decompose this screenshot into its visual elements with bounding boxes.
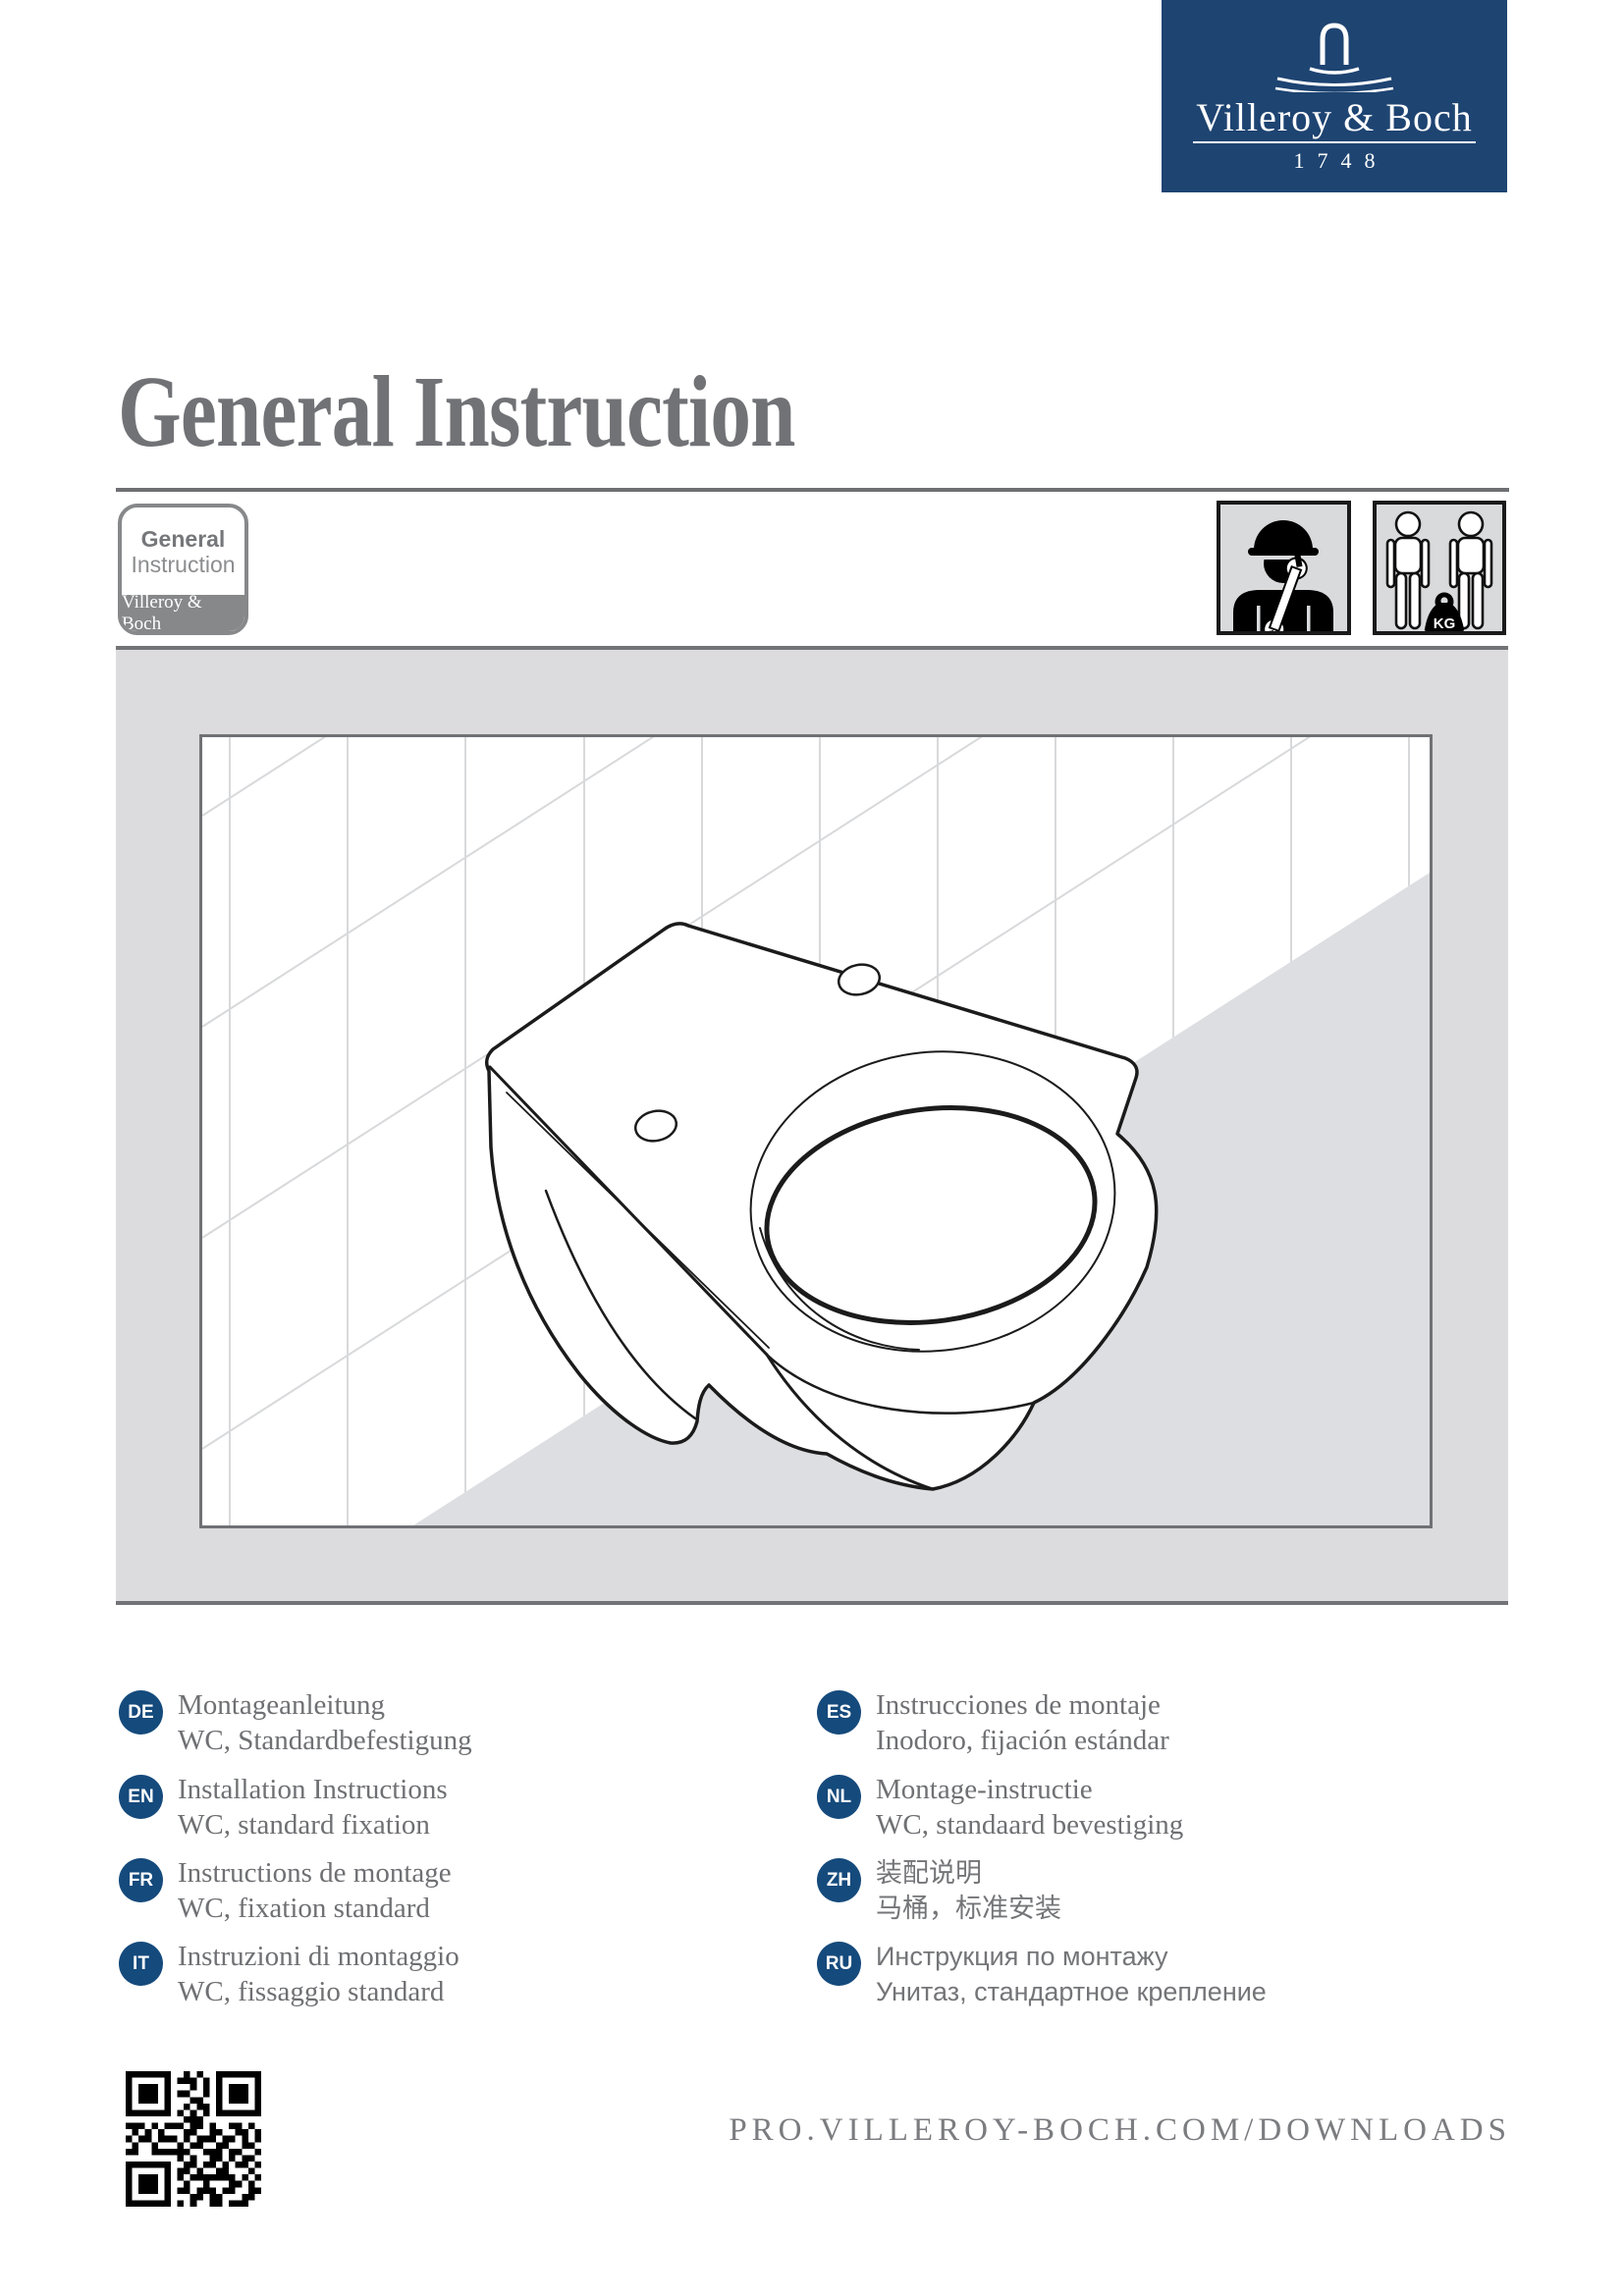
language-row-zh: ZH 装配说明马桶，标准安装 [817,1858,1061,1926]
lang-badge-it: IT [119,1942,163,1986]
page-title: General Instruction [118,355,795,468]
wall-hung-wc-drawing [484,922,1159,1491]
lang-badge-ru: RU [817,1942,861,1986]
kg-weight-icon: KG [1424,592,1465,632]
badge-line2: Instruction [131,551,236,577]
lang-badge-es: ES [817,1690,861,1735]
lang-badge-fr: FR [119,1858,163,1902]
lang-badge-en: EN [119,1775,163,1819]
faucet-ripples-icon [1274,23,1394,92]
badge-brand-band: Villeroy & Boch [122,592,244,631]
fixation-hole [633,1109,678,1143]
badge-line1: General [140,525,226,552]
illustration-panel [116,646,1508,1605]
brand-year: 1748 [1293,148,1388,173]
title-divider [116,488,1509,492]
professional-installer-icon [1217,501,1351,644]
wc-illustration [199,734,1433,1528]
qr-code [126,2071,261,2207]
two-person-lift-icon: KG [1373,501,1506,635]
lang-badge-de: DE [119,1690,163,1735]
brand-name: Villeroy & Boch [1193,98,1476,143]
downloads-url: PRO.VILLEROY-BOCH.COM/DOWNLOADS [729,2112,1511,2148]
general-instruction-badge: General Instruction Villeroy & Boch [118,504,248,635]
brand-logo: Villeroy & Boch 1748 [1162,0,1507,192]
lang-badge-zh: ZH [817,1858,861,1902]
lang-badge-nl: NL [817,1775,861,1819]
svg-text:KG: KG [1434,615,1456,631]
fixation-hole [837,963,882,996]
